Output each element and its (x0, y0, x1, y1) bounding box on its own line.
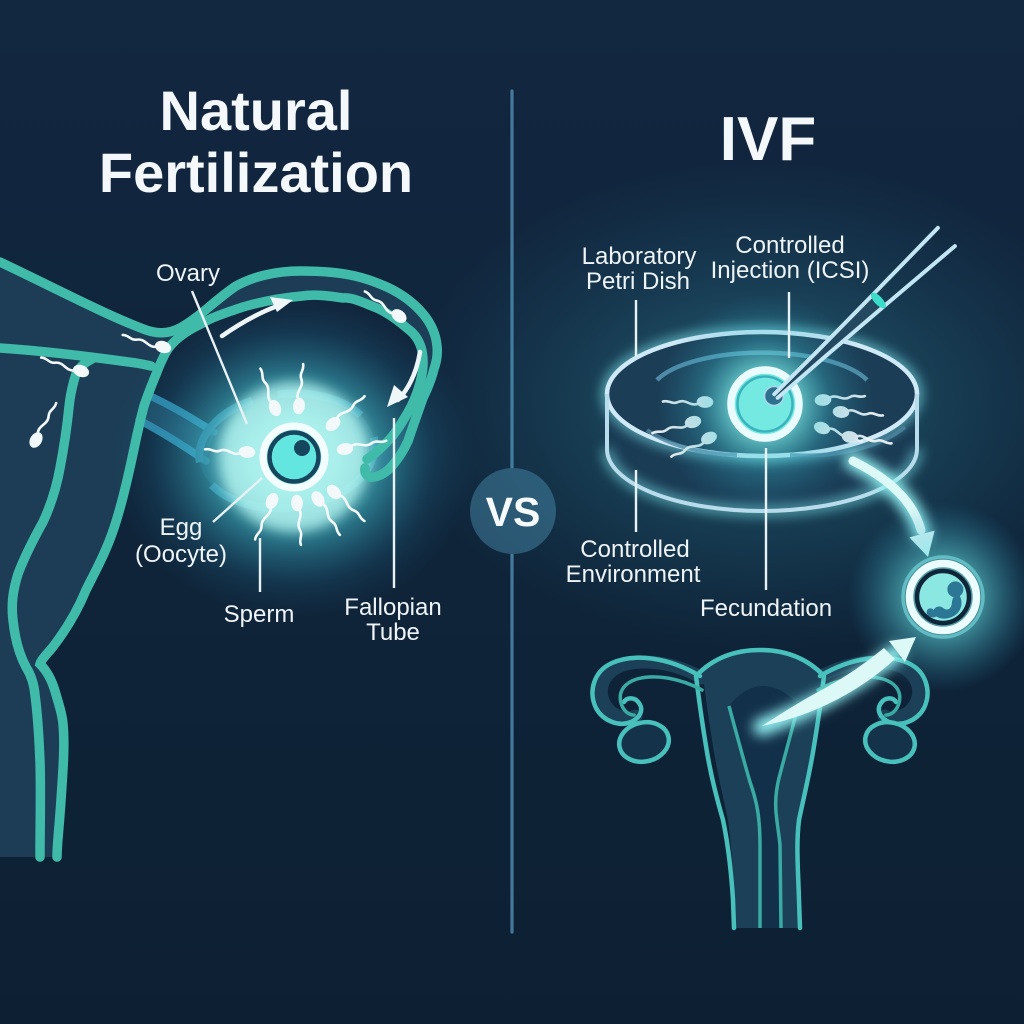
svg-text:VS: VS (486, 489, 541, 535)
svg-text:IVF: IVF (720, 105, 816, 174)
svg-text:Injection (ICSI): Injection (ICSI) (711, 257, 870, 284)
svg-text:Fertilization: Fertilization (99, 141, 413, 204)
svg-text:Controlled: Controlled (580, 536, 689, 563)
svg-text:Fallopian: Fallopian (344, 594, 441, 621)
svg-text:(Oocyte): (Oocyte) (135, 541, 227, 568)
svg-text:Fecundation: Fecundation (700, 595, 832, 622)
svg-text:Tube: Tube (366, 619, 420, 646)
svg-text:Natural: Natural (160, 79, 353, 142)
svg-text:Controlled: Controlled (735, 232, 844, 259)
svg-text:Laboratory: Laboratory (582, 243, 697, 270)
svg-text:Egg: Egg (160, 514, 203, 541)
svg-text:Sperm: Sperm (224, 601, 295, 628)
svg-text:Ovary: Ovary (156, 260, 220, 287)
svg-text:Petri Dish: Petri Dish (586, 268, 690, 295)
svg-text:Environment: Environment (566, 561, 701, 588)
